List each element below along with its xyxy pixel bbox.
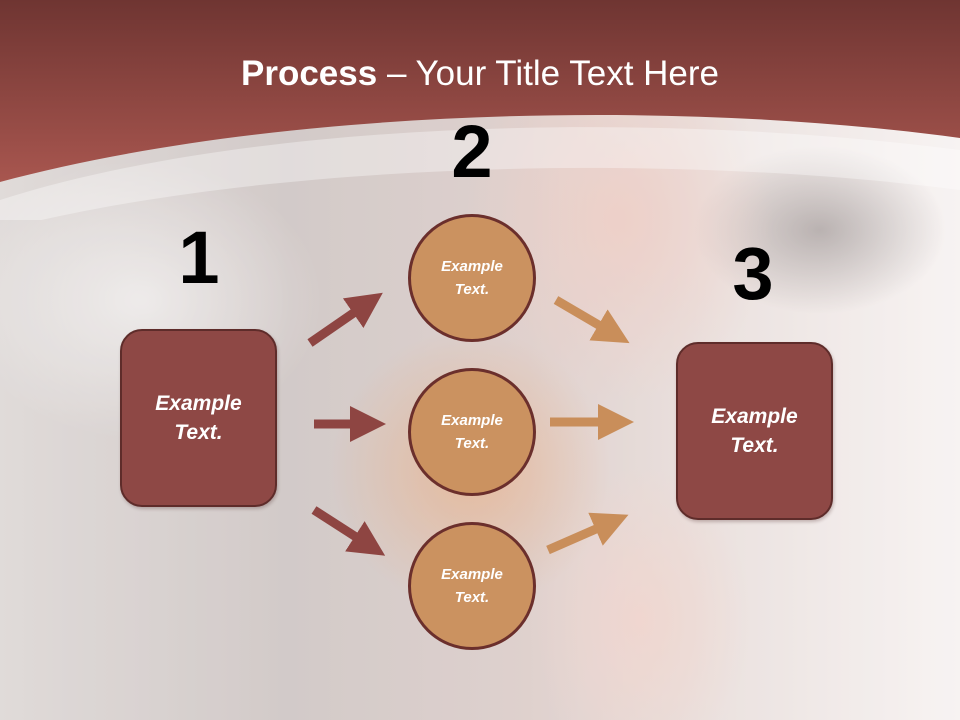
arrow-circle3-to-box3 xyxy=(546,512,629,555)
slide-title: Process – Your Title Text Here xyxy=(0,52,960,96)
arrow-circle1-to-box3 xyxy=(553,296,630,344)
circle-bottom-text: Example Text. xyxy=(441,566,503,606)
title-rest: – Your Title Text Here xyxy=(377,54,719,93)
step-number-1: 1 xyxy=(178,216,220,299)
title-bold: Process xyxy=(241,54,378,93)
circle-top-text: Example Text. xyxy=(441,258,503,298)
step-number-2: 2 xyxy=(451,110,493,193)
left-box-text: Example Text. xyxy=(155,392,242,444)
step-number-3: 3 xyxy=(732,232,774,315)
circle-top: Example Text. xyxy=(408,214,536,342)
circle-bottom: Example Text. xyxy=(408,522,536,650)
arrow-box1-to-circle3 xyxy=(311,506,386,556)
left-step-box: Example Text. xyxy=(120,329,277,507)
header-wave-highlight xyxy=(0,127,960,220)
header-band xyxy=(0,0,960,220)
header-wave xyxy=(0,0,960,182)
circle-middle-text: Example Text. xyxy=(441,412,503,452)
right-box-text: Example Text. xyxy=(711,405,798,457)
arrow-box1-to-circle1 xyxy=(307,292,383,347)
circle-middle: Example Text. xyxy=(408,368,536,496)
right-step-box: Example Text. xyxy=(676,342,833,520)
